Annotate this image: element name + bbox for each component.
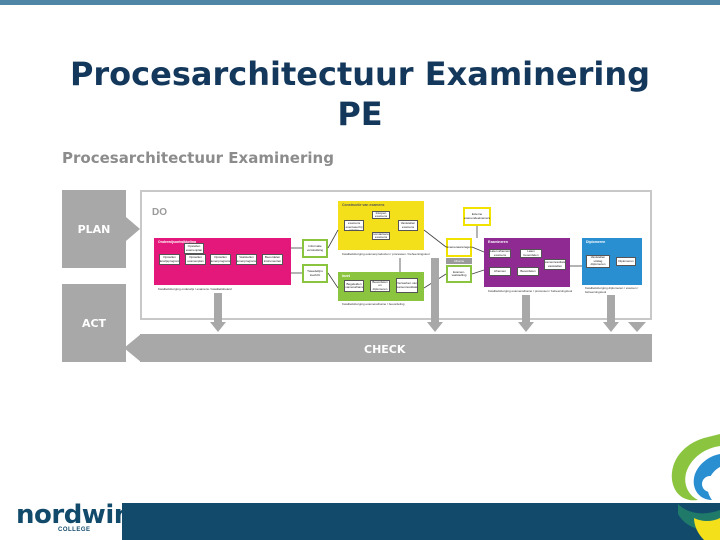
onderwijs-item: Opstellen examenprogramma: [210, 254, 231, 265]
inzet-item: Beoordelen en diplomeren: [370, 280, 390, 292]
side-item-informatie: Informatie verstrekking: [302, 239, 328, 258]
constructie-item: Inventariseren examens: [372, 232, 390, 240]
diplomeren-item: Diplomeren: [616, 257, 636, 266]
constructie-header: Constructie van examens: [342, 203, 385, 207]
examinering-item: Examenresultaten vaststellen: [544, 259, 566, 270]
onderwijs-box: Onderwijsontwikkeling Opstellen examenpl…: [154, 238, 291, 293]
inzet-item: Verwerken van examenresultaten: [396, 278, 418, 293]
down-arrow-head: [628, 322, 646, 332]
do-label: DO: [152, 207, 167, 218]
nordwin-logo: nordwin: [16, 500, 132, 530]
inzet-box: Inzet Begeleiden examenafname Beoordelen…: [338, 272, 424, 308]
examinering-header: Examineren: [488, 240, 508, 244]
inzet-item: Begeleiden examenafname: [344, 280, 364, 292]
onderwijs-header: Onderwijsontwikkeling: [158, 240, 197, 244]
diplomeren-header: Diplomeren: [586, 240, 606, 244]
slide-title-line1: Procesarchitectuur Examinering: [69, 55, 651, 93]
bottom-bar: [122, 503, 720, 540]
check-arrow: [124, 334, 141, 362]
down-arrow-head: [603, 322, 619, 332]
onderwijs-item: Opstellen examenplan: [184, 243, 204, 254]
down-arrow-shaft: [214, 293, 222, 323]
examinering-footer: Kwaliteitsborging examenafname / process…: [484, 287, 572, 295]
diplomeren-item: Vaststellen uitslag diplomeren: [586, 255, 610, 268]
down-arrow-head: [518, 322, 534, 332]
plan-label: PLAN: [77, 222, 111, 236]
diplomeren-box: Diplomeren Vaststellen uitslag diplomere…: [582, 238, 642, 295]
connector-line: [327, 229, 339, 249]
nordwin-swirl-logo: [671, 434, 720, 540]
constructie-box: Constructie van examens Inkopen examens …: [338, 201, 430, 258]
connector-line: [471, 269, 485, 275]
check-bar: [140, 334, 652, 362]
connector-line: [471, 246, 485, 253]
act-label: ACT: [81, 316, 107, 330]
examinering-item: Beoordelen: [517, 267, 539, 276]
nordwin-logo-sub: COLLEGE: [58, 527, 91, 533]
inzet-footer: Kwaliteitsborging examenafname / beoorde…: [338, 301, 424, 308]
onderwijs-item: Opstellen examenplan: [185, 254, 206, 265]
act-block: ACT: [62, 284, 126, 362]
constructie-item: Construeren examens eventueel bij extern…: [344, 220, 364, 231]
side-item-toezicht: Tweedelijns toezicht: [302, 264, 328, 283]
plan-block: PLAN: [62, 190, 126, 268]
side-item-examen: Examenaanvragen: [446, 238, 472, 257]
down-arrow-shaft: [431, 258, 439, 324]
diagram-title: Procesarchitectuur Examinering: [62, 149, 334, 167]
plan-arrow: [126, 217, 140, 241]
down-arrow-head: [210, 322, 226, 332]
onderwijs-footer: Kwaliteitsborging onderwijs / examens / …: [154, 285, 291, 293]
examinering-item: Laten afnemen examens: [489, 249, 511, 258]
examinering-item: Afnemen: [489, 267, 511, 276]
side-item-vaststelling: Examen- vaststelling: [446, 265, 472, 283]
down-arrow-shaft: [522, 295, 530, 323]
constructie-footer: Kwaliteitsborging examenproducten / proc…: [338, 250, 430, 258]
constructie-item: Vaststellen examens: [398, 220, 418, 231]
slide-title: Procesarchitectuur Examinering PE: [40, 54, 680, 134]
onderwijs-item: Vaststellen examenprogramma: [236, 254, 257, 265]
constructie-item: Inkopen examens: [372, 211, 390, 219]
examinering-box: Examineren Laten afnemen examens Laten b…: [484, 238, 572, 295]
onderwijs-item: Beoordelen instrumenten: [262, 254, 283, 265]
down-arrow-head: [427, 322, 443, 332]
slide-title-line2: PE: [337, 95, 383, 133]
inzet-header: Inzet: [342, 274, 350, 278]
afname-tag: Afname: [446, 258, 472, 264]
down-arrow-shaft: [607, 295, 615, 323]
examinering-item: Laten beoordelen: [520, 249, 542, 258]
connector-line: [327, 272, 339, 289]
diplomeren-footer: Kwaliteitsborging diplomeren / examen / …: [582, 285, 642, 295]
side-item-planning: Externe examendeelnemers: [463, 207, 491, 226]
check-label: CHECK: [364, 343, 406, 356]
top-accent-bar: [0, 0, 720, 5]
connector-line: [423, 229, 447, 248]
onderwijs-item: Opstellen onderwijsprogramma: [159, 254, 180, 265]
